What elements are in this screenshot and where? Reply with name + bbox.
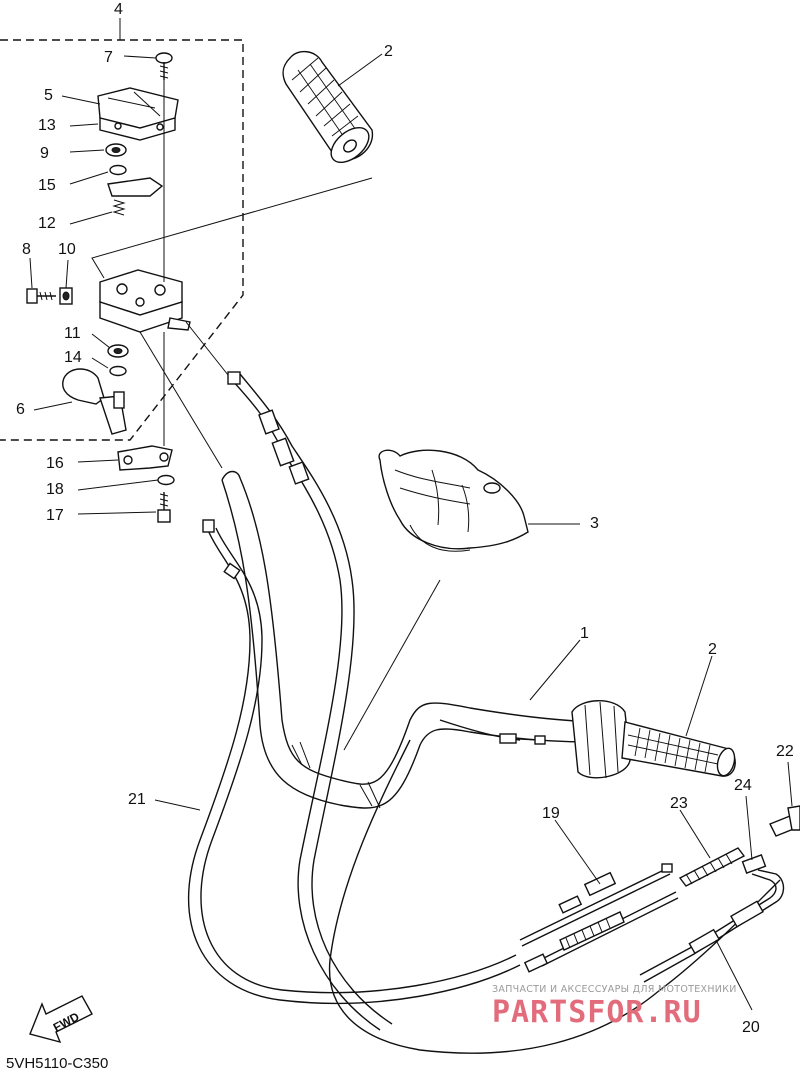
callout-24: 24 bbox=[734, 777, 752, 794]
adjuster-22 bbox=[769, 805, 800, 837]
leader-lines bbox=[29, 18, 793, 1011]
nut-9 bbox=[105, 143, 127, 157]
callout-3: 3 bbox=[590, 515, 599, 532]
callout-23: 23 bbox=[670, 795, 688, 812]
throttle-cable-end bbox=[439, 719, 546, 745]
handlebar bbox=[221, 470, 591, 809]
callout-15: 15 bbox=[38, 177, 56, 194]
callout-5: 5 bbox=[44, 87, 53, 104]
bracket bbox=[107, 177, 164, 197]
callout-12: 12 bbox=[38, 215, 56, 232]
callout-6: 6 bbox=[16, 401, 25, 418]
cable-20 bbox=[639, 869, 785, 983]
fwd-arrow: FWD bbox=[29, 995, 93, 1044]
washer-18 bbox=[157, 474, 175, 486]
callout-22: 22 bbox=[776, 743, 794, 760]
callout-11: 11 bbox=[64, 325, 81, 342]
bolt-17 bbox=[157, 492, 171, 523]
callout-2-lower: 2 bbox=[708, 641, 717, 658]
switch-cover-5 bbox=[97, 87, 179, 141]
washer-15 bbox=[109, 164, 127, 176]
bolt-8 bbox=[26, 288, 56, 304]
switch-housing bbox=[99, 269, 191, 333]
screw-7 bbox=[155, 52, 173, 80]
cable-middle bbox=[523, 891, 679, 973]
callout-4: 4 bbox=[114, 1, 123, 18]
callout-13: 13 bbox=[38, 117, 56, 134]
nut-11 bbox=[107, 344, 129, 358]
callout-10: 10 bbox=[58, 241, 76, 258]
clamp-16 bbox=[117, 445, 173, 471]
grip-leader bbox=[91, 177, 373, 279]
nut-10 bbox=[59, 287, 73, 305]
spring-23 bbox=[678, 847, 746, 887]
throttle-cable-upper bbox=[227, 371, 393, 1031]
callout-19: 19 bbox=[542, 805, 560, 822]
right-grip bbox=[621, 721, 736, 777]
callout-9: 9 bbox=[40, 145, 49, 162]
wire-loop bbox=[328, 739, 781, 1054]
handlebar-cover bbox=[378, 449, 529, 552]
callout-7: 7 bbox=[104, 49, 113, 66]
callout-2-upper: 2 bbox=[384, 43, 393, 60]
callout-16: 16 bbox=[46, 455, 64, 472]
callout-8: 8 bbox=[22, 241, 31, 258]
washer-14 bbox=[109, 365, 127, 377]
diagram-code: 5VH5110-C350 bbox=[6, 1055, 108, 1072]
left-grip bbox=[282, 51, 374, 163]
throttle-housing bbox=[571, 700, 631, 779]
watermark: ЗАПЧАСТИ И АКСЕССУАРЫ ДЛЯ МОТОТЕХНИКИ PA… bbox=[492, 984, 737, 1030]
callout-21: 21 bbox=[128, 791, 146, 808]
callout-1: 1 bbox=[580, 625, 589, 642]
spring-12 bbox=[112, 199, 126, 216]
watermark-logo: PARTSFOR.RU bbox=[492, 995, 702, 1030]
callout-14: 14 bbox=[64, 349, 82, 366]
callout-17: 17 bbox=[46, 507, 64, 524]
lever-6 bbox=[62, 368, 127, 435]
watermark-tagline: ЗАПЧАСТИ И АКСЕССУАРЫ ДЛЯ МОТОТЕХНИКИ bbox=[492, 984, 737, 995]
callout-18: 18 bbox=[46, 481, 64, 498]
callout-20: 20 bbox=[742, 1019, 760, 1036]
assembly-axis bbox=[139, 80, 233, 469]
assembly-boundary bbox=[0, 39, 244, 441]
cable-21 bbox=[187, 519, 521, 1005]
